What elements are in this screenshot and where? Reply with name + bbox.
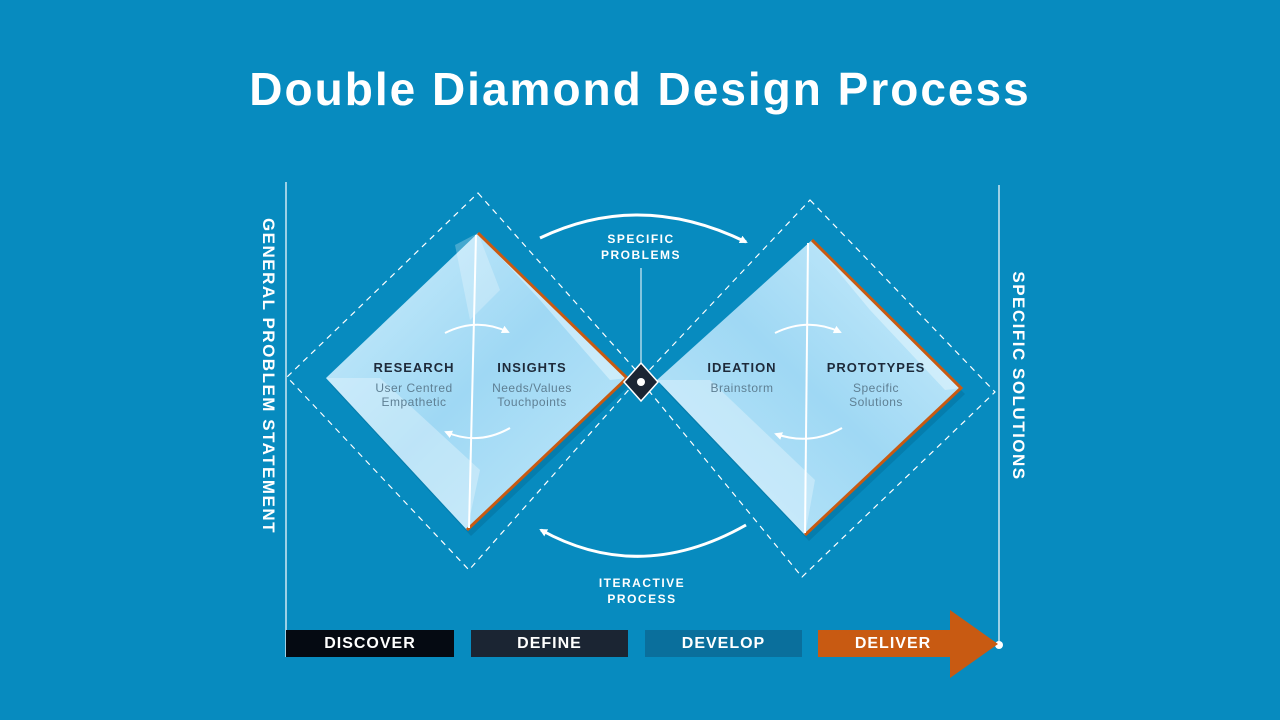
center-dot [637, 378, 645, 386]
left-diamond-outline [286, 192, 642, 571]
specific-problems-line-1: SPECIFIC [607, 232, 675, 246]
phase-discover: DISCOVER [286, 630, 454, 657]
insights-line-2: Touchpoints [497, 395, 567, 409]
research-text: User Centred Empathetic [374, 381, 455, 409]
iterative-process-arrow [539, 523, 747, 558]
phase-deliver: DELIVER [854, 635, 932, 652]
ideation-text: Brainstorm [707, 381, 776, 395]
insights-line-1: Needs/Values [492, 381, 572, 395]
specific-problems-caption: SPECIFIC PROBLEMS [601, 231, 681, 263]
prototypes-line-1: Specific [852, 381, 900, 395]
quadrant-research: RESEARCH User Centred Empathetic [374, 360, 455, 409]
iterative-process-line-2: PROCESS [607, 592, 677, 606]
right-diamond-outline [639, 199, 996, 578]
research-line-2: Empathetic [381, 395, 447, 409]
iterative-process-caption: ITERACTIVE PROCESS [599, 575, 685, 607]
specific-problems-line-2: PROBLEMS [600, 248, 682, 262]
quadrant-insights: INSIGHTS Needs/Values Touchpoints [492, 360, 572, 409]
research-heading: RESEARCH [373, 360, 455, 375]
prototypes-heading: PROTOTYPES [826, 360, 926, 375]
research-line-1: User Centred [375, 381, 453, 395]
iterative-process-line-1: ITERACTIVE [598, 576, 686, 590]
deliver-arrow-shape [818, 610, 998, 678]
prototypes-text: Specific Solutions [827, 381, 926, 409]
axis-end-dot [995, 641, 1003, 649]
insights-heading: INSIGHTS [497, 360, 567, 375]
right-diamond [657, 238, 965, 541]
phase-define: DEFINE [471, 630, 628, 657]
page-title: Double Diamond Design Process [249, 63, 1031, 115]
phase-develop: DEVELOP [645, 630, 802, 657]
specific-problems-arrow [539, 213, 748, 244]
ideation-line-1: Brainstorm [710, 381, 774, 395]
insights-text: Needs/Values Touchpoints [492, 381, 572, 409]
left-diamond [326, 231, 631, 536]
ideation-heading: IDEATION [707, 360, 777, 375]
prototypes-line-2: Solutions [849, 395, 903, 409]
quadrant-prototypes: PROTOTYPES Specific Solutions [827, 360, 926, 409]
quadrant-ideation: IDEATION Brainstorm [707, 360, 776, 395]
